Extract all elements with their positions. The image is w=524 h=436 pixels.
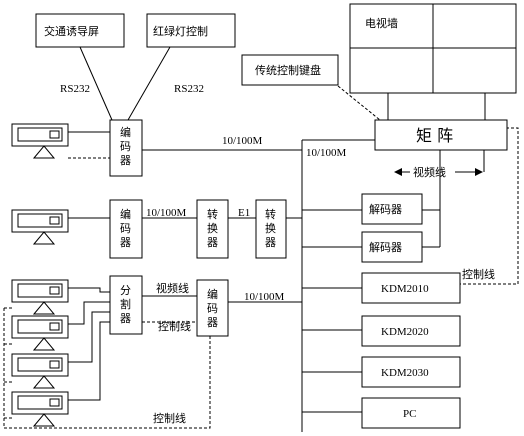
matrix-label: 矩 阵 [416,126,453,145]
net-mid-label: 10/100M [146,207,187,219]
encoder-bottom-box [196,279,229,337]
kdm2010-box [361,272,461,304]
net-bottom-label: 10/100M [244,291,285,303]
cam3-video [68,287,110,293]
traffic-light-control-label: 红绿灯控制 [153,24,208,38]
converter-2-label: 转换器 [265,207,276,249]
e1-label: E1 [238,207,250,219]
control-line-splitter-label: 控制线 [158,319,191,333]
camera-icon [11,391,69,427]
tv-wall-grid [350,4,516,93]
keyboard-label: 传统控制键盘 [255,63,321,77]
kdm2030-box [361,356,461,388]
cam5-video [68,311,110,363]
decoder-2-box [361,231,423,263]
decoder-1-box [361,193,423,225]
splitter-box [109,275,143,335]
kdm2020-box [361,315,461,347]
camera-icon [11,315,69,351]
converter-1-label: 转换器 [207,207,218,249]
encoder-bottom-label: 编码器 [207,287,218,329]
control-loop-bottom [3,308,211,429]
rs232-line-right [127,46,171,121]
kdm2020-label: KDM2020 [381,326,429,338]
splitter-label: 分割器 [120,284,131,325]
pc-box [361,397,461,429]
traffic-guidance-screen-label: 交通诱导屏 [44,24,99,38]
encoder-top-label: 编码器 [120,125,131,167]
kdm2010-label: KDM2010 [381,283,429,295]
keyboard-control-line [337,85,381,121]
rs232-left-label: RS232 [60,83,90,95]
cam6-video [68,321,110,401]
video-line-matrix-label: 视频线 [413,165,446,179]
control-line-kdm-label: 控制线 [462,267,495,281]
pc-label: PC [403,408,416,420]
rs232-line-left [79,46,113,121]
net-top-1-label: 10/100M [222,135,263,147]
camera-icon [11,123,69,159]
camera-icon [11,279,69,315]
control-line-bottom-label: 控制线 [153,411,186,425]
kdm2030-label: KDM2030 [381,367,429,379]
decoder-2-label: 解码器 [369,240,402,254]
camera-group [11,123,69,427]
converter-1-box [196,199,229,259]
cam4-video [68,301,110,325]
connections [3,46,519,432]
encoder-mid-box [109,199,143,259]
converter-2-box [255,199,287,259]
encoder-top-box [109,119,143,177]
video-line-splitter-label: 视频线 [156,281,189,295]
rs232-right-label: RS232 [174,83,204,95]
keyboard-box [241,54,339,86]
encoder-mid-label: 编码器 [120,207,131,249]
tv-wall-label: 电视墙 [365,16,398,30]
camera-icon [11,209,69,245]
traffic-light-control-box [146,13,236,48]
camera-icon [11,353,69,389]
matrix-box [374,119,508,151]
matrix-kdm-control-line [460,127,519,285]
net-top-2-label: 10/100M [306,147,347,159]
decoder-1-label: 解码器 [369,202,402,216]
traffic-guidance-screen-box [35,13,125,48]
